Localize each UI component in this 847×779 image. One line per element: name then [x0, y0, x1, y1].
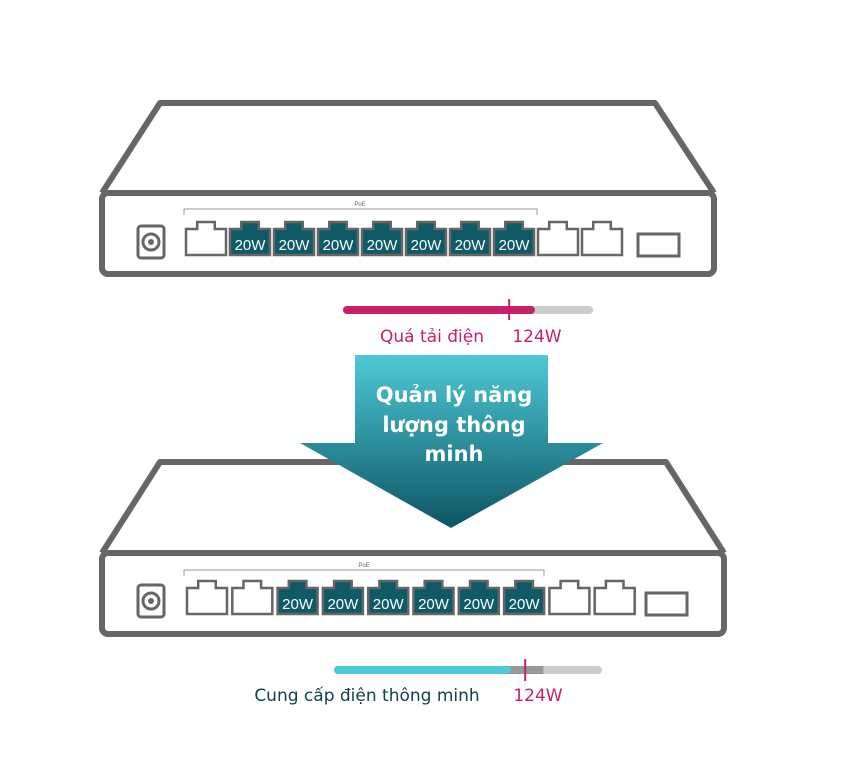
ports-top: 20W 20W 20W 20W 20W 20W 20W	[184, 220, 624, 257]
poe-label: PoE	[354, 202, 365, 208]
poe-port: 20W	[276, 579, 319, 616]
smart-power-caption: Cung cấp điện thông minh	[254, 685, 479, 706]
smart-power-arrow: Quản lý năng lượng thông minh	[300, 355, 603, 528]
poe-port: 20W	[228, 220, 272, 257]
port-shape	[448, 220, 492, 257]
power-bar-bottom	[334, 659, 602, 681]
port-power-label: 20W	[418, 596, 450, 613]
port-power-label: 20W	[282, 596, 314, 613]
port-shape	[548, 579, 591, 616]
port-power-label: 20W	[455, 237, 487, 254]
ports-bottom: 20W 20W 20W 20W 20W 20W	[185, 579, 636, 616]
poe-label: PoE	[358, 563, 369, 569]
ethernet-port	[548, 579, 591, 616]
switch-bottom: PoE 20W 20W 20W 20W 20W 20W	[99, 459, 727, 637]
port-shape	[276, 579, 319, 616]
overload-caption: Quá tải điện	[380, 327, 484, 347]
port-shape	[492, 220, 536, 257]
ethernet-port	[185, 579, 229, 616]
switch-top: PoE 20W 20W 20W 20W 20W 20W 20W	[99, 100, 717, 277]
power-limit-top: 124W	[512, 327, 561, 347]
ethernet-port	[593, 579, 636, 616]
port-shape	[316, 220, 360, 257]
switch-top-lid	[99, 100, 717, 195]
poe-port: 20W	[404, 220, 448, 257]
port-shape	[404, 220, 448, 257]
ethernet-port	[580, 220, 624, 257]
ethernet-port	[184, 220, 228, 257]
port-shape	[457, 579, 501, 616]
port-shape	[502, 579, 546, 616]
port-power-label: 20W	[323, 237, 355, 254]
port-power-label: 20W	[509, 596, 541, 613]
port-power-label: 20W	[327, 596, 359, 613]
port-shape	[321, 579, 365, 616]
sfp-slot	[644, 591, 689, 617]
arrow-text-line-2: lượng thông	[382, 413, 525, 437]
power-jack	[136, 583, 166, 619]
poe-port: 20W	[360, 220, 404, 257]
poe-port: 20W	[321, 579, 365, 616]
arrow-shape	[300, 355, 603, 528]
port-shape	[228, 220, 272, 257]
arrow-text-line-1: Quản lý năng	[376, 383, 533, 407]
port-power-label: 20W	[235, 237, 267, 254]
power-limit-bottom: 124W	[513, 686, 562, 706]
port-shape	[366, 579, 410, 616]
port-shape	[231, 579, 274, 616]
port-power-label: 20W	[367, 237, 399, 254]
port-shape	[360, 220, 404, 257]
power-jack	[136, 224, 166, 260]
port-shape	[412, 579, 455, 616]
port-shape	[184, 220, 228, 257]
port-shape	[593, 579, 636, 616]
port-shape	[536, 220, 580, 257]
ethernet-port	[231, 579, 274, 616]
port-shape	[272, 220, 316, 257]
poe-bracket	[183, 569, 545, 576]
port-power-label: 20W	[463, 596, 495, 613]
poe-port: 20W	[492, 220, 536, 257]
poe-port: 20W	[272, 220, 316, 257]
port-power-label: 20W	[373, 596, 405, 613]
poe-port: 20W	[412, 579, 455, 616]
port-power-label: 20W	[499, 237, 531, 254]
power-bar-top	[343, 299, 593, 320]
poe-bracket	[183, 208, 538, 215]
poe-port: 20W	[502, 579, 546, 616]
port-power-label: 20W	[279, 237, 311, 254]
arrow-text-line-3: minh	[425, 442, 484, 466]
sfp-slot	[636, 232, 681, 258]
port-power-label: 20W	[411, 237, 443, 254]
port-shape	[185, 579, 229, 616]
poe-port: 20W	[448, 220, 492, 257]
poe-port: 20W	[457, 579, 501, 616]
ethernet-port	[536, 220, 580, 257]
poe-port: 20W	[316, 220, 360, 257]
poe-port: 20W	[366, 579, 410, 616]
port-shape	[580, 220, 624, 257]
